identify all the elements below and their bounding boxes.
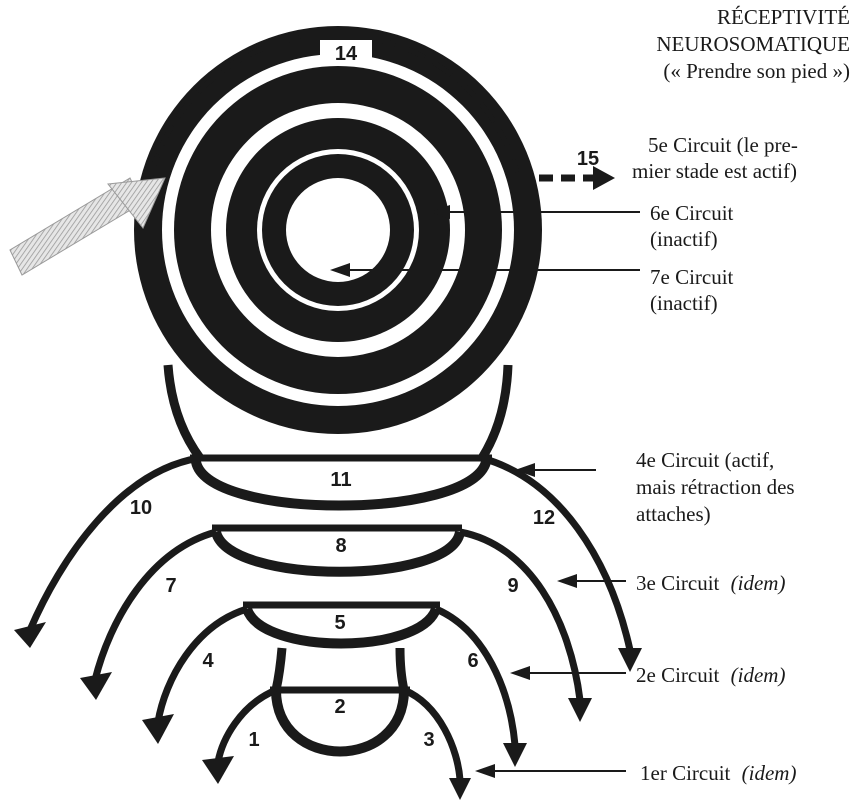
callout-6-line-1: 6e Circuit	[650, 201, 734, 225]
label-6: 6	[467, 650, 478, 672]
pointer-2-head	[510, 666, 530, 680]
callout-1-em: (idem)	[742, 761, 797, 785]
callout-3-text: 3e Circuit	[636, 571, 720, 595]
label-14: 14	[335, 43, 358, 65]
label-1: 1	[248, 729, 259, 751]
callout-3: 3e Circuit (idem)	[636, 571, 785, 595]
callout-5-line-2: mier stade est actif)	[632, 159, 797, 183]
callout-4-line-3: attaches)	[636, 502, 711, 526]
callout-4-line-1: 4e Circuit (actif,	[636, 448, 774, 472]
label-10: 10	[130, 497, 152, 519]
tentacle-10	[30, 458, 200, 630]
label-5: 5	[334, 612, 345, 634]
segment-2-stem-right	[400, 648, 404, 690]
callout-2: 2e Circuit (idem)	[636, 663, 785, 687]
label-7: 7	[165, 575, 176, 597]
callout-6-line-2: (inactif)	[650, 227, 718, 251]
tentacle-1	[218, 690, 276, 762]
pointer-3-head	[557, 574, 577, 588]
callout-7-line-1: 7e Circuit	[650, 265, 734, 289]
tentacle-6-head	[503, 743, 527, 767]
pointer-1-head	[475, 764, 495, 778]
callout-5-line-1: 5e Circuit (le pre-	[648, 133, 798, 157]
label-8: 8	[335, 535, 346, 557]
label-15: 15	[577, 148, 599, 170]
callout-3-em: (idem)	[731, 571, 786, 595]
tentacle-3-head	[449, 778, 471, 800]
callout-1-text: 1er Circuit	[640, 761, 731, 785]
callout-2-em: (idem)	[731, 663, 786, 687]
tentacle-1-head	[202, 756, 234, 784]
head-circles	[134, 26, 542, 434]
label-12: 12	[533, 507, 555, 529]
label-11: 11	[330, 469, 351, 491]
head-core	[286, 178, 390, 282]
tentacle-7-head	[80, 672, 112, 700]
callout-1: 1er Circuit (idem)	[640, 761, 796, 785]
body-wall-left-upper	[168, 365, 200, 458]
callout-labels: 5e Circuit (le pre- mier stade est actif…	[632, 133, 798, 785]
label-9: 9	[507, 575, 518, 597]
label-4: 4	[202, 650, 214, 672]
callout-2-text: 2e Circuit	[636, 663, 720, 687]
label-3: 3	[423, 729, 434, 751]
callout-7-line-2: (inactif)	[650, 291, 718, 315]
header-line-1: RÉCEPTIVITÉ	[717, 5, 850, 29]
header-line-2: NEUROSOMATIQUE	[656, 32, 850, 56]
callout-4-line-2: mais rétraction des	[636, 475, 795, 499]
tentacle-6	[436, 609, 515, 745]
tentacle-7	[95, 532, 216, 680]
segment-2-stem-left	[276, 648, 282, 690]
tentacle-9-head	[568, 698, 592, 722]
label-2: 2	[334, 696, 345, 718]
tentacle-4-head	[142, 714, 174, 744]
header-line-3: (« Prendre son pied »)	[663, 59, 850, 83]
body-wall-right-upper	[482, 365, 508, 458]
header: RÉCEPTIVITÉ NEUROSOMATIQUE (« Prendre so…	[656, 5, 850, 83]
